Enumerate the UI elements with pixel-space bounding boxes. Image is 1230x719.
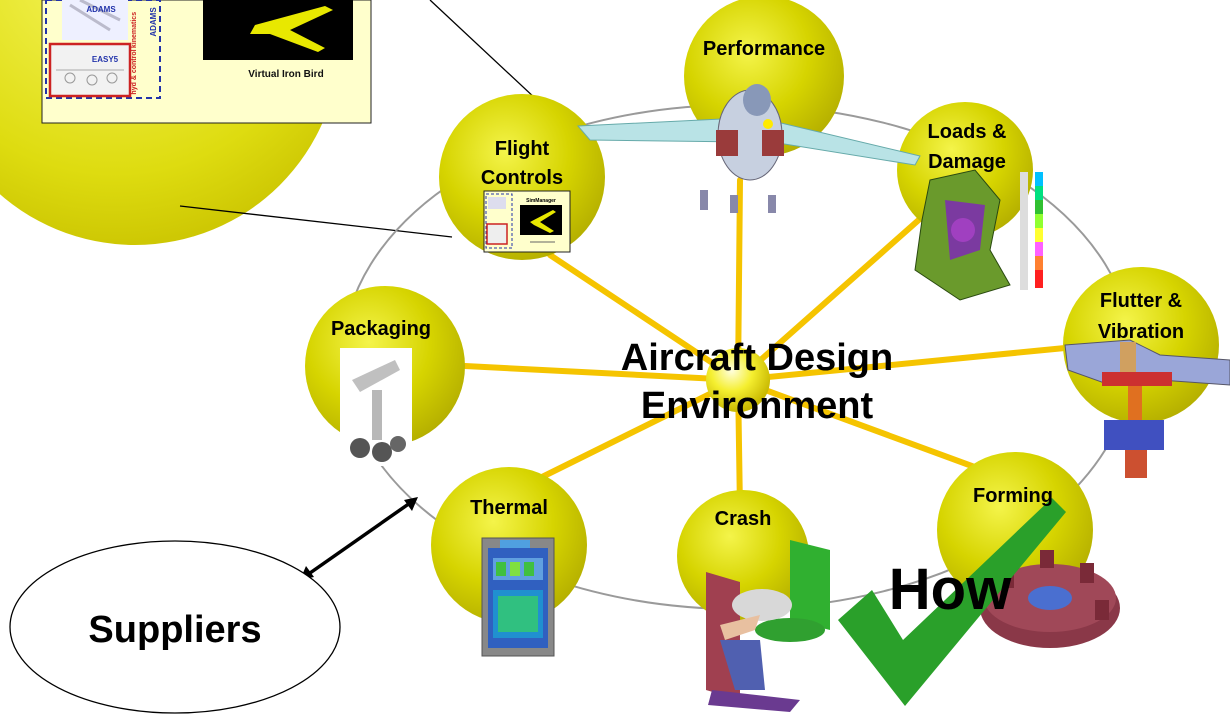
thermal-panel-illustration — [481, 537, 555, 657]
suppliers-arrow — [298, 497, 418, 582]
loads-damage-fem-illustration — [914, 169, 1043, 301]
aircraft-illustration — [576, 84, 921, 213]
center-hub — [706, 348, 770, 412]
how-label: How — [889, 557, 1012, 622]
hyd-control-label: hyd & control — [131, 49, 138, 94]
packaging-label: Packaging — [331, 318, 431, 340]
loads-damage-label-line1: Loads & — [928, 121, 1007, 143]
zoom-inset-panel: ADAMS ADAMS EASY5 kinematics hyd & contr… — [41, 0, 372, 124]
forming-label: Forming — [973, 485, 1053, 507]
check-mark-icon — [838, 498, 1066, 706]
loads-damage-label-line2: Damage — [928, 151, 1006, 173]
center-title-line1: Aircraft Design — [621, 337, 893, 379]
flight-controls-label-line1: Flight — [495, 138, 550, 160]
flight-controls-label-line2: Controls — [481, 167, 563, 189]
flutter-vibration-label-line2: Vibration — [1098, 321, 1184, 343]
kinematics-label: kinematics — [131, 12, 138, 48]
simmanager-label: SimManager — [526, 198, 556, 204]
packaging-landing-gear-illustration — [340, 348, 412, 466]
flight-controls-mini-inset: SimManager — [483, 190, 571, 253]
crash-label: Crash — [715, 508, 772, 530]
flutter-vibration-label-line1: Flutter & — [1100, 290, 1182, 312]
crash-test-illustration — [706, 540, 830, 712]
adams-vertical-label: ADAMS — [149, 7, 158, 37]
adams-label: ADAMS — [86, 5, 116, 14]
spokes — [462, 177, 1068, 513]
flutter-vibration-illustration — [1064, 339, 1230, 478]
virtual-iron-bird-label: Virtual Iron Bird — [248, 69, 323, 80]
zoom-connector-line-bottom — [179, 205, 453, 238]
center-title-line2: Environment — [641, 385, 874, 427]
suppliers-ellipse — [9, 540, 341, 714]
easy5-label: EASY5 — [92, 55, 119, 64]
suppliers-label: Suppliers — [88, 609, 261, 651]
thermal-label: Thermal — [470, 497, 548, 519]
performance-label: Performance — [703, 38, 825, 60]
forming-disk-illustration — [980, 550, 1120, 648]
